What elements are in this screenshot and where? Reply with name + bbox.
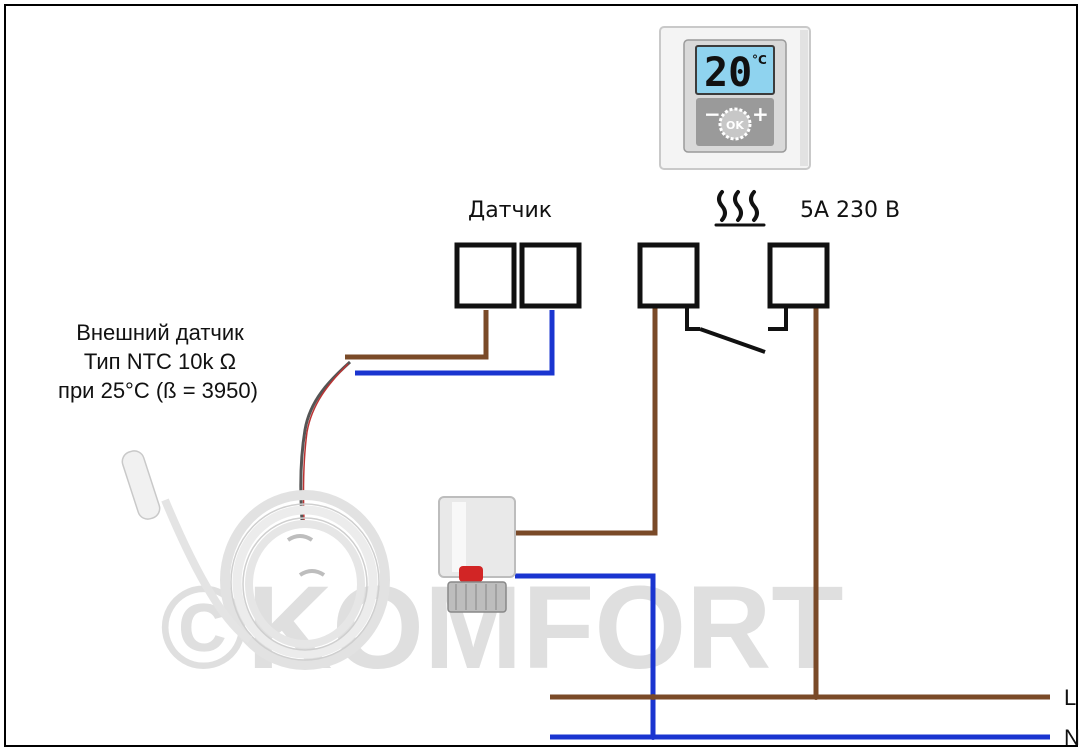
external-sensor-label-line3: при 25°C (ß = 3950) — [58, 378, 258, 403]
probe-tip — [121, 450, 161, 520]
thermostat-display — [695, 45, 775, 95]
thermostat-ok-ring — [718, 107, 752, 141]
actuator-body — [438, 496, 516, 578]
terminal-relay-1 — [637, 242, 700, 309]
diagram-frame — [4, 4, 1078, 747]
thermal-actuator — [438, 496, 516, 613]
relay-contact-left — [685, 306, 700, 331]
sensor-terminal-label: Датчик — [468, 198, 552, 223]
thermostat-minus-button[interactable]: − — [704, 102, 721, 126]
thermostat-temperature: 20 — [704, 50, 752, 96]
relay-rating-label: 5А 230 В — [800, 198, 900, 223]
terminal-sensor-1 — [454, 242, 517, 309]
cable-coil-shadow2 — [242, 517, 368, 651]
cable-tie-1 — [286, 534, 314, 542]
cable-coil-shadow — [230, 503, 380, 661]
actuator-wire-brown — [515, 305, 658, 536]
external-sensor-label-line1: Внешний датчик — [76, 320, 244, 345]
cable-coil-mid — [232, 505, 378, 659]
actuator-red-pin — [459, 566, 483, 582]
external-sensor-label-line2: Тип NTC 10k Ω — [84, 349, 236, 374]
heating-waves-icon — [714, 190, 766, 227]
cable-tie-2 — [298, 569, 326, 577]
cable-coil-inner — [245, 520, 365, 648]
line-L-label: L — [1064, 685, 1076, 710]
thermostat-ok-button[interactable]: OK — [726, 119, 744, 132]
terminal-sensor-2 — [519, 242, 582, 309]
thermostat: 20 °C − + OK — [659, 26, 811, 170]
thermostat-unit: °C — [752, 53, 767, 67]
probe-cable — [161, 498, 253, 644]
relay-switch-blade — [699, 327, 766, 354]
ntc-sensor-probe — [121, 360, 390, 670]
wire-crossing — [650, 694, 656, 700]
relay-contact-right — [768, 306, 788, 331]
junction-L-relay — [813, 694, 819, 700]
thermostat-plus-button[interactable]: + — [752, 102, 769, 126]
sensor-wire-blue — [355, 310, 555, 376]
actuator-highlight — [452, 502, 466, 572]
line-N-label: N — [1064, 725, 1080, 750]
thermostat-side-shade — [800, 30, 808, 166]
actuator-wire-blue — [515, 573, 656, 737]
terminal-relay-2 — [767, 242, 830, 309]
sensor-wire-brown — [345, 310, 489, 360]
junction-N-actuator — [650, 734, 656, 740]
cable-coil-outer — [220, 490, 390, 670]
actuator-nut — [447, 581, 507, 613]
